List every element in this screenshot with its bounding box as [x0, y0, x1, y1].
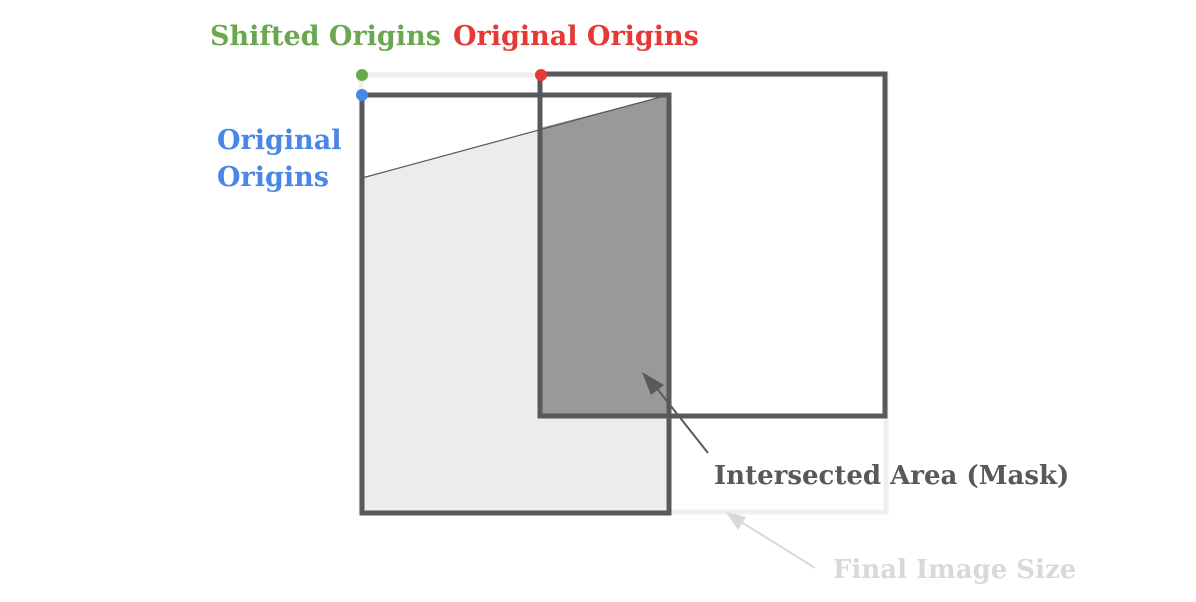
right-image-frame: [537, 71, 888, 419]
left-image-frame: [359, 92, 672, 516]
shifted-origins-label: Shifted Origins: [210, 21, 441, 52]
shifted-origin-dot: [356, 69, 368, 81]
mask-pointer-arrowhead: [642, 372, 664, 395]
final-image-size-label: Final Image Size: [833, 555, 1076, 585]
final-size-pointer-arrow-line: [737, 519, 816, 569]
original-origins-blue-label-line1: Original: [217, 125, 342, 156]
intersected-area-fill: [540, 95, 668, 416]
original-origins-red-label: Original Origins: [453, 21, 699, 52]
original-origin-blue-dot: [356, 89, 368, 101]
final-size-pointer-arrowhead: [726, 512, 746, 530]
original-origin-red-dot: [535, 69, 547, 81]
mask-pointer-arrow-line: [654, 385, 709, 454]
original-origins-blue-label-line2: Origins: [217, 162, 329, 193]
warp-edge-line: [361, 94, 669, 179]
intersected-area-label: Intersected Area (Mask): [714, 461, 1069, 491]
